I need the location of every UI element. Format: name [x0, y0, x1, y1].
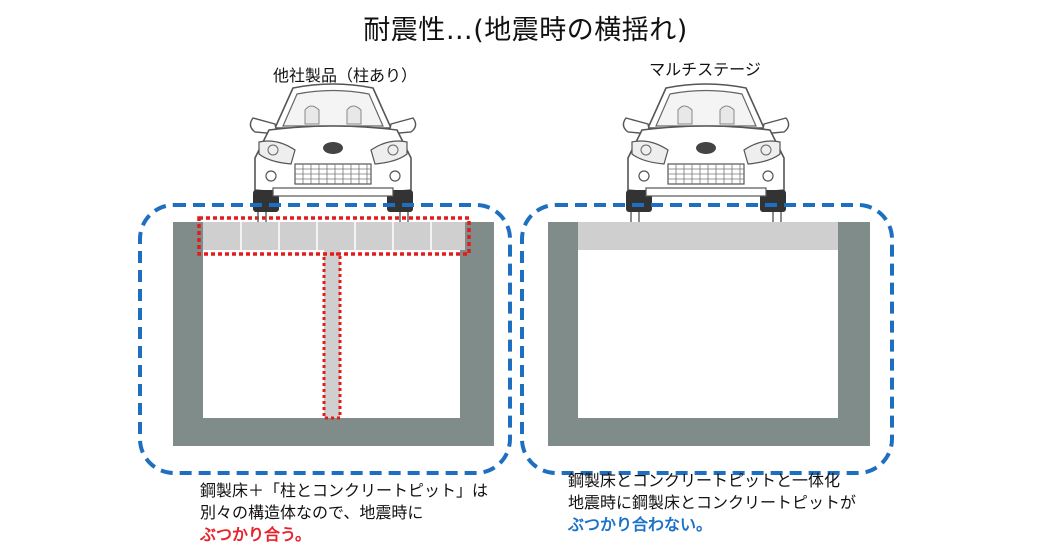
right-pit-wall-left [548, 222, 578, 446]
left-pit-wall-left [173, 222, 203, 446]
page-title: 耐震性…(地震時の横揺れ) [363, 15, 688, 46]
right-panel-label: マルチステージ [649, 60, 761, 79]
left-panel-label: 他社製品（柱あり） [272, 66, 417, 85]
right-panel [520, 83, 894, 475]
left-caption: 鋼製床＋「柱とコンクリートピット」は 別々の構造体なので、地震時に ぶつかり合う… [200, 480, 530, 546]
left-caption-highlight: ぶつかり合う。 [200, 525, 312, 544]
left-pit-wall-right [460, 222, 494, 446]
right-caption-highlight: ぶつかり合わない。 [568, 515, 713, 534]
left-panel [138, 83, 512, 475]
right-pit-wall-right [838, 222, 870, 446]
left-floor-highlight [197, 216, 471, 256]
right-steel-floor [578, 222, 838, 250]
right-pit-bottom [548, 418, 870, 446]
right-caption: 鋼製床とコンクリートピットと一体化 地震時に鋼製床とコンクリートピットが ぶつか… [568, 470, 908, 536]
left-column [324, 250, 340, 418]
left-caption-line2: 別々の構造体なので、地震時に [200, 503, 424, 522]
left-pit-bottom [173, 418, 494, 446]
left-steel-floor [203, 222, 465, 250]
right-caption-line2: 地震時に鋼製床とコンクリートピットが [568, 493, 857, 512]
left-column-highlight [322, 252, 342, 420]
car-front-icon [622, 83, 790, 213]
car-front-icon [249, 83, 417, 213]
right-caption-line1: 鋼製床とコンクリートピットと一体化 [568, 471, 841, 490]
left-caption-line1: 鋼製床＋「柱とコンクリートピット」は [200, 481, 489, 500]
